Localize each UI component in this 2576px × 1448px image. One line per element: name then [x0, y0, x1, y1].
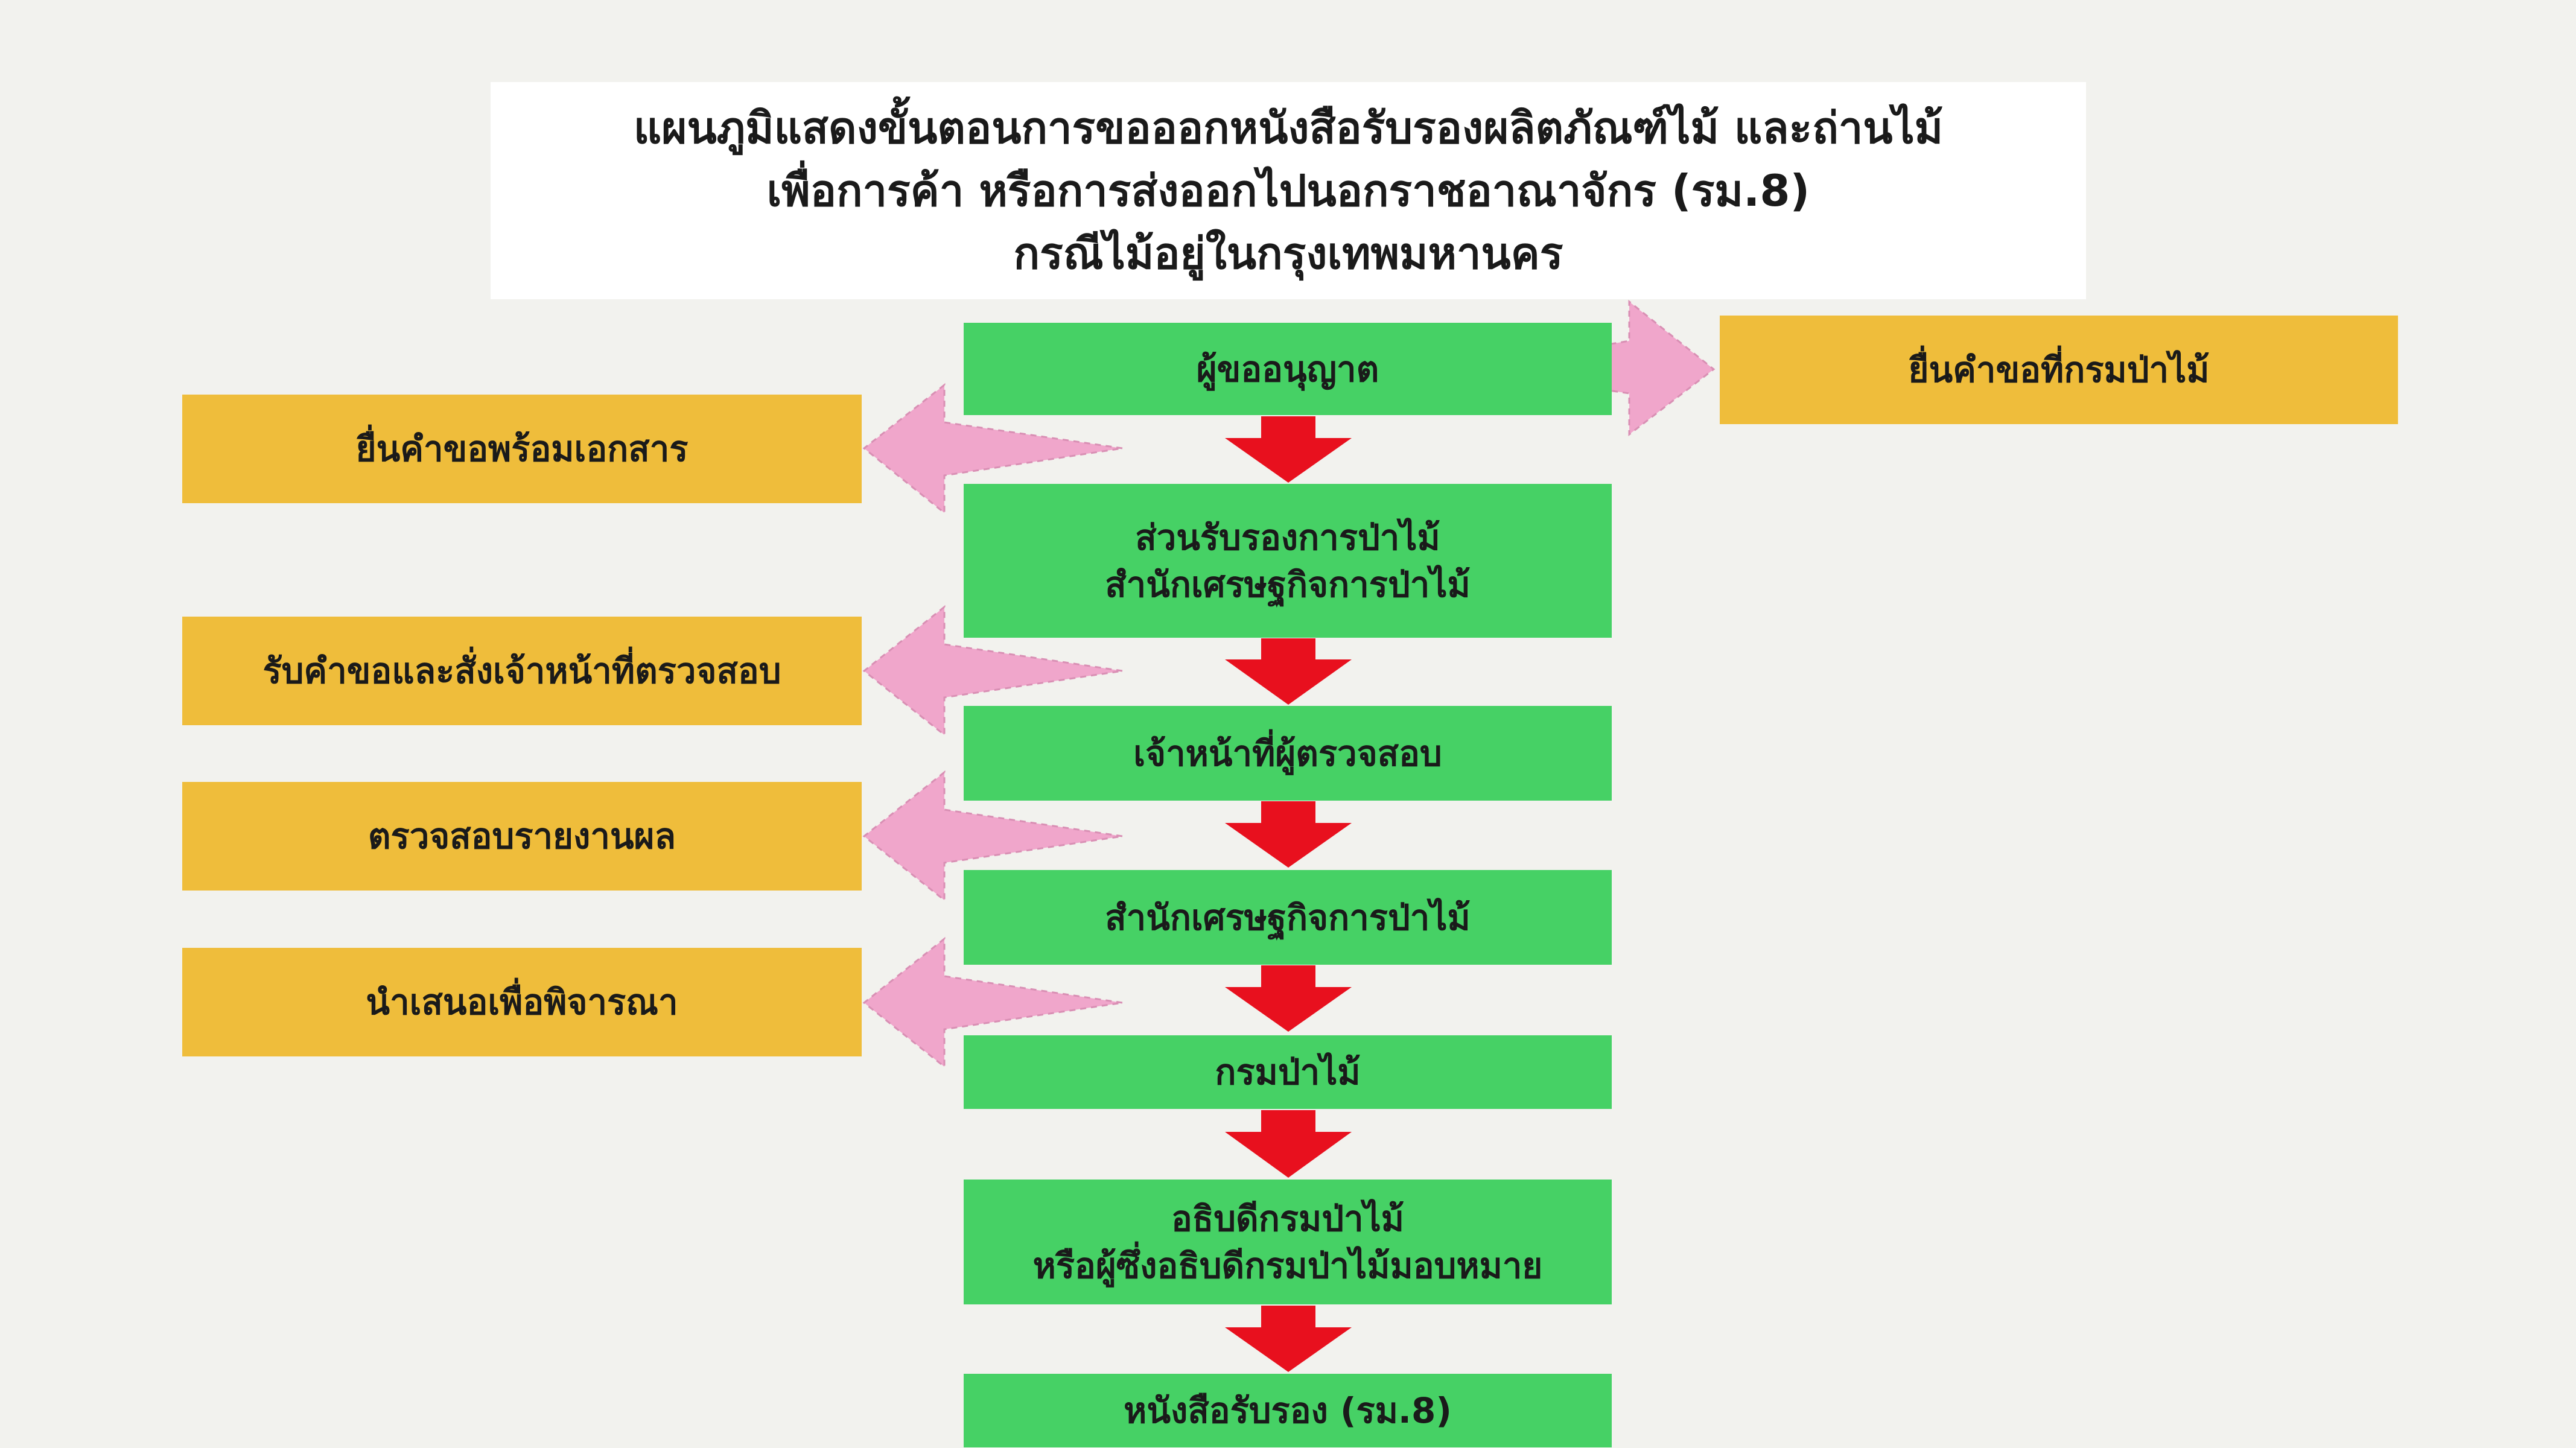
- side-arrow-left-1: [862, 383, 1123, 515]
- step-3-label: เจ้าหน้าที่ผู้ตรวจสอบ: [1133, 732, 1442, 774]
- note-left-4-label: นำเสนอเพื่อพิจารณา: [366, 982, 678, 1023]
- step-certification-section: ส่วนรับรองการป่าไม้ สำนักเศรษฐกิจการป่าไ…: [964, 484, 1612, 638]
- side-arrow-left-2: [862, 605, 1123, 737]
- title-line-3: กรณีไม้อยู่ในกรุงเทพมหานคร: [1013, 228, 1563, 279]
- note-receive-and-assign: รับคำขอและสั่งเจ้าหน้าที่ตรวจสอบ: [182, 617, 862, 725]
- step-inspector: เจ้าหน้าที่ผู้ตรวจสอบ: [964, 706, 1612, 801]
- step-director-general: อธิบดีกรมป่าไม้ หรือผู้ซึ่งอธิบดีกรมป่าไ…: [964, 1180, 1612, 1304]
- note-right-label: ยื่นคำขอที่กรมป่าไม้: [1908, 349, 2210, 390]
- down-arrow-6: [1225, 1306, 1352, 1372]
- title-line-2: เพื่อการค้า หรือการส่งออกไปนอกราชอาณาจัก…: [766, 165, 1810, 216]
- step-applicant: ผู้ขออนุญาต: [964, 323, 1612, 415]
- step-forest-economics-office: สำนักเศรษฐกิจการป่าไม้: [964, 870, 1612, 965]
- note-propose-for-consideration: นำเสนอเพื่อพิจารณา: [182, 948, 862, 1056]
- chart-title: แผนภูมิแสดงขั้นตอนการขอออกหนังสือรับรองผ…: [491, 82, 2086, 299]
- step-5-label: กรมป่าไม้: [1215, 1052, 1361, 1093]
- down-arrow-5: [1225, 1110, 1352, 1178]
- step-4-label: สำนักเศรษฐกิจการป่าไม้: [1105, 897, 1471, 938]
- step-2-label-line2: สำนักเศรษฐกิจการป่าไม้: [1105, 564, 1471, 605]
- step-2-label-line1: ส่วนรับรองการป่าไม้: [1135, 516, 1440, 558]
- side-arrow-left-4: [862, 936, 1123, 1069]
- down-arrow-1: [1225, 416, 1352, 483]
- title-line-1: แผนภูมิแสดงขั้นตอนการขอออกหนังสือรับรองผ…: [633, 103, 1944, 153]
- note-left-2-label: รับคำขอและสั่งเจ้าหน้าที่ตรวจสอบ: [262, 650, 781, 691]
- note-inspect-report: ตรวจสอบรายงานผล: [182, 782, 862, 891]
- down-arrow-4: [1225, 965, 1352, 1032]
- step-6-label-line1: อธิบดีกรมป่าไม้: [1171, 1198, 1404, 1239]
- step-7-label: หนังสือรับรอง (รม.8): [1124, 1390, 1452, 1431]
- side-arrow-left-3: [862, 770, 1123, 903]
- step-certificate: หนังสือรับรอง (รม.8): [964, 1374, 1612, 1447]
- step-6-label-line2: หรือผู้ซึ่งอธิบดีกรมป่าไม้มอบหมาย: [1032, 1245, 1543, 1286]
- note-submit-at-rfd: ยื่นคำขอที่กรมป่าไม้: [1720, 316, 2398, 424]
- down-arrow-3: [1225, 801, 1352, 868]
- note-left-1-label: ยื่นคำขอพร้อมเอกสาร: [355, 428, 689, 469]
- down-arrow-2: [1225, 638, 1352, 705]
- note-left-3-label: ตรวจสอบรายงานผล: [367, 816, 676, 857]
- note-submit-with-documents: ยื่นคำขอพร้อมเอกสาร: [182, 395, 862, 503]
- step-royal-forest-department: กรมป่าไม้: [964, 1035, 1612, 1109]
- step-1-label: ผู้ขออนุญาต: [1196, 348, 1379, 390]
